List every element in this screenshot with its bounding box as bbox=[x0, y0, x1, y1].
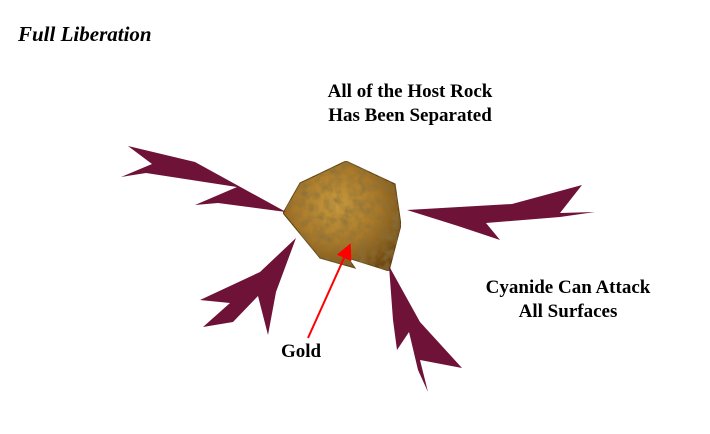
cyanide-arrow-icon bbox=[389, 266, 462, 392]
cyanide-arrow-icon bbox=[200, 238, 296, 335]
gold-label: Gold bbox=[280, 341, 322, 362]
diagram-title: Full Liberation bbox=[18, 22, 152, 46]
cyanide-caption-line1: Cyanide Can Attack bbox=[485, 277, 651, 298]
host-rock-caption-line2: Has Been Separated bbox=[328, 105, 492, 126]
gold-pointer-icon bbox=[307, 243, 352, 339]
cyanide-caption-line2: All Surfaces bbox=[518, 301, 618, 322]
rock-particle-icon bbox=[282, 160, 402, 272]
cyanide-arrow-icon bbox=[407, 185, 595, 240]
cyanide-caption: Cyanide Can Attack All Surfaces bbox=[450, 276, 686, 324]
host-rock-caption: All of the Host Rock Has Been Separated bbox=[290, 80, 530, 128]
host-rock-caption-line1: All of the Host Rock bbox=[327, 81, 493, 102]
cyanide-arrow-icon bbox=[121, 146, 286, 212]
